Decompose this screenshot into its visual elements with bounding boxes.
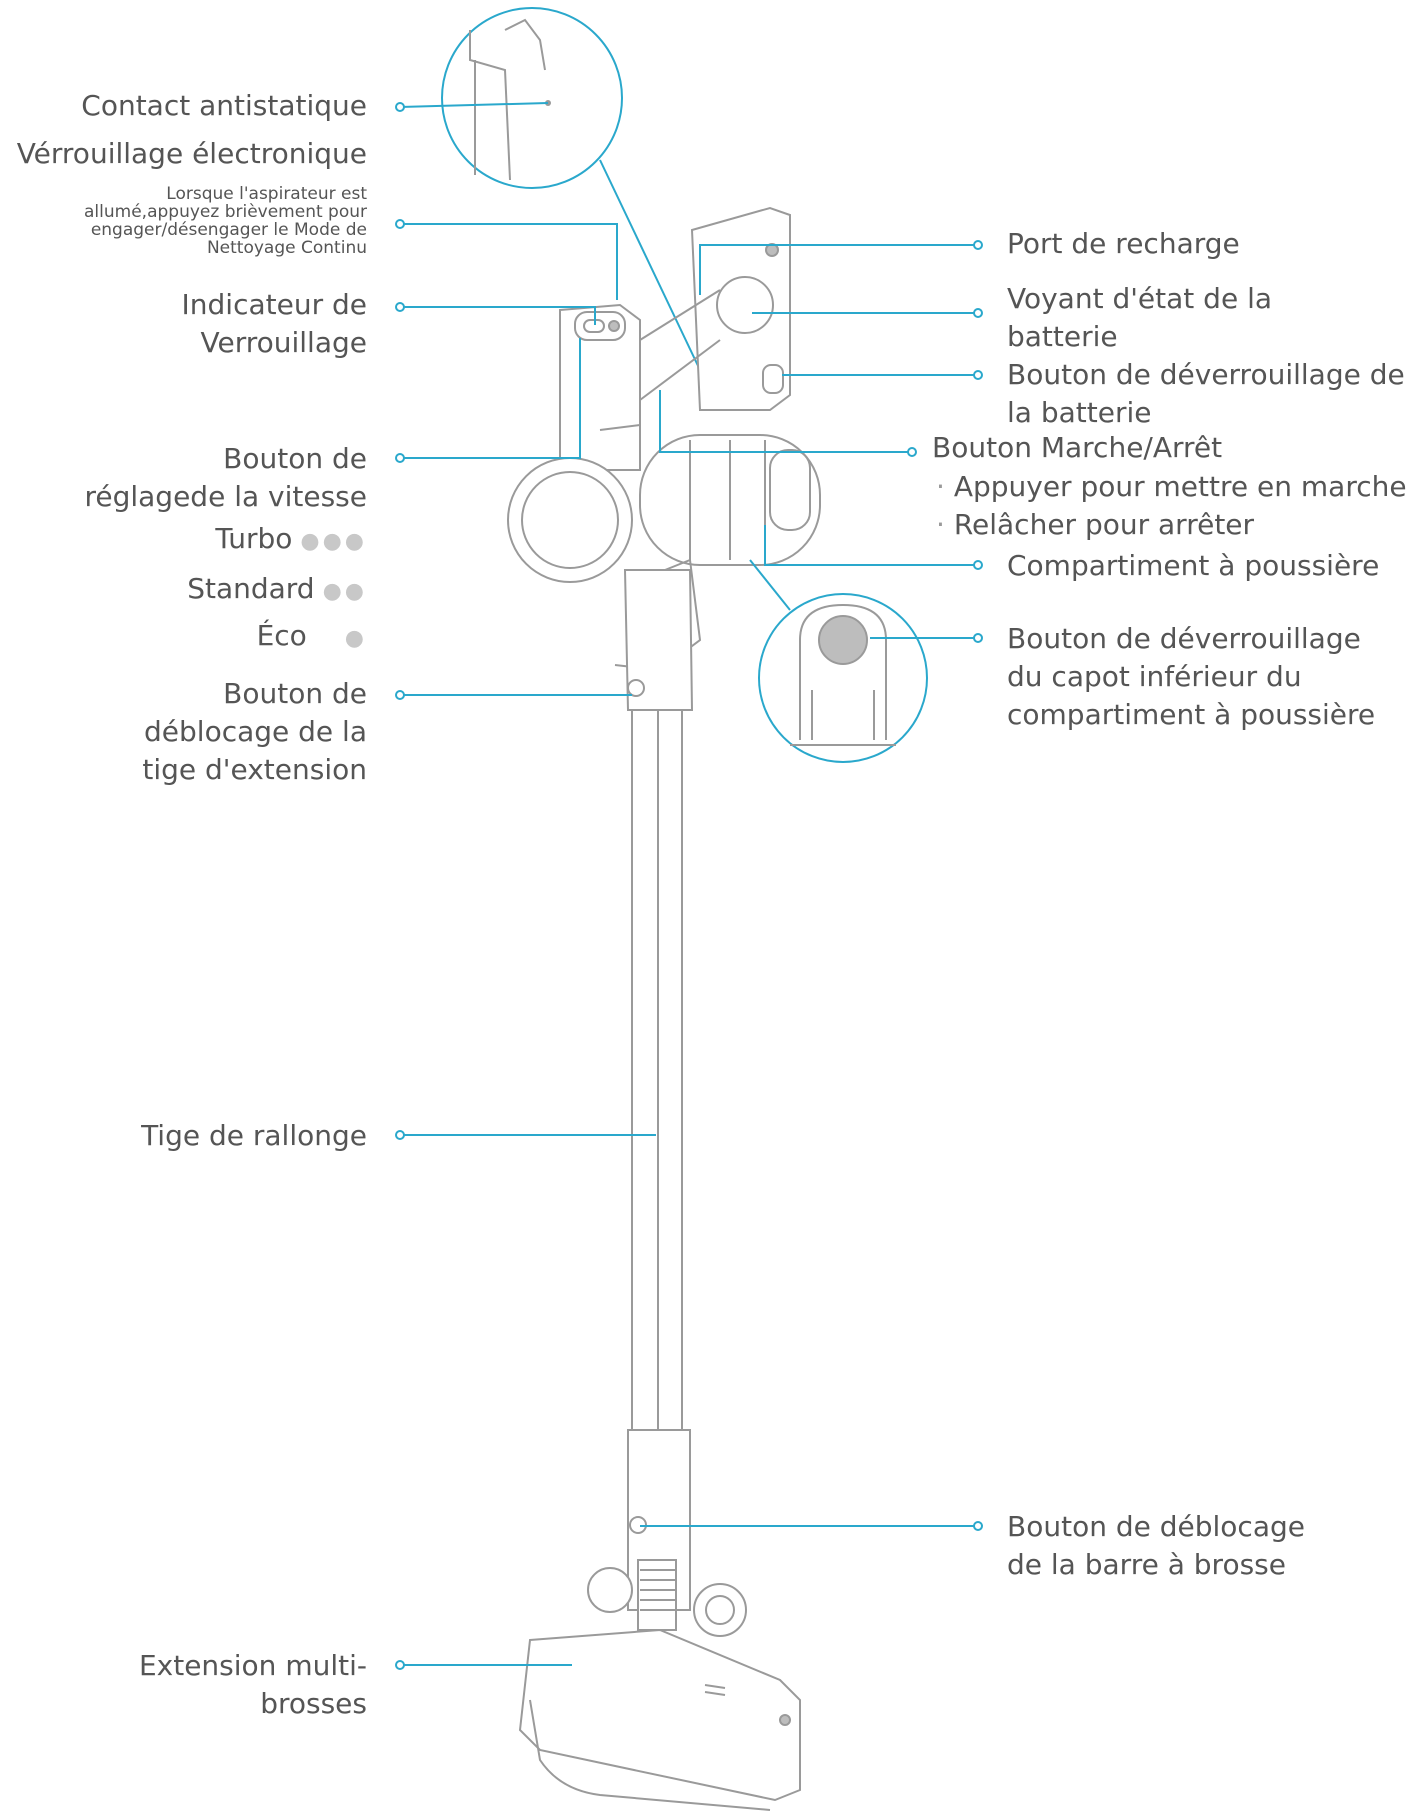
voyant-line-2: batterie	[1007, 319, 1118, 353]
voyant-line-1: Voyant d'état de la	[1007, 282, 1273, 315]
brush-head	[518, 1628, 801, 1811]
relacher-text: Relâcher pour arrêter	[953, 508, 1255, 541]
speed-standard-label: Standard	[187, 572, 315, 605]
label-compartiment-poussiere: Compartiment à poussière	[1007, 549, 1380, 582]
indicateur-line-2: Verrouillage	[200, 325, 368, 359]
verrouillage-note-line-3: engager/désengager le Mode de	[90, 219, 367, 240]
deverrouillage-batterie-line-2: la batterie	[1007, 395, 1152, 429]
label-deverrouillage-batterie: Bouton de déverrouillage de la batterie	[1007, 356, 1405, 432]
barre-line-1: Bouton de déblocage	[1007, 1510, 1305, 1543]
label-relacher: · Relâcher pour arrêter	[936, 508, 1255, 541]
indicateur-line-1: Indicateur de	[181, 288, 367, 321]
deblocage-tige-line-3: tige d'extension	[142, 752, 367, 786]
label-indicateur-verrouillage: Indicateur de Verrouillage	[182, 286, 367, 362]
deblocage-tige-line-2: déblocage de la	[144, 714, 367, 748]
verrouillage-note: Lorsque l'aspirateur est allumé,appuyez …	[84, 184, 367, 258]
label-reglage-vitesse: Bouton de réglagede la vitesse	[84, 440, 367, 516]
verrouillage-note-line-4: Nettoyage Continu	[206, 237, 367, 258]
label-appuyer: · Appuyer pour mettre en marche	[936, 470, 1407, 503]
speed-eco: Éco ●	[256, 619, 367, 652]
label-marche-arret: Bouton Marche/Arrêt	[932, 431, 1223, 464]
vitesse-line-2: réglagede la vitesse	[84, 479, 367, 513]
motor-body	[507, 434, 821, 672]
antistatic-detail-circle	[441, 7, 701, 371]
speed-standard: Standard ●●	[187, 572, 367, 605]
label-capot-inferieur: Bouton de déverrouillage du capot inféri…	[1007, 620, 1375, 733]
speed-turbo-label: Turbo	[215, 522, 293, 555]
tube-connector	[623, 569, 694, 711]
bullet-icon: ·	[936, 508, 954, 541]
label-port-recharge: Port de recharge	[1007, 227, 1240, 260]
label-contact-antistatique: Contact antistatique	[81, 89, 367, 122]
dust-lid-detail-circle	[749, 559, 928, 763]
extension-tube	[631, 709, 683, 1431]
vitesse-line-1: Bouton de	[223, 442, 367, 475]
label-verrouillage-electronique: Vérrouillage électronique	[16, 137, 367, 170]
speed-eco-dots: ●	[344, 626, 367, 651]
verrouillage-note-line-1: Lorsque l'aspirateur est	[166, 184, 367, 204]
extension-line-1: Extension multi-	[138, 1649, 367, 1682]
capot-line-2: du capot inférieur du	[1007, 659, 1302, 693]
verrouillage-note-line-2: allumé,appuyez brièvement pour	[84, 201, 367, 222]
deblocage-tige-line-1: Bouton de	[223, 677, 367, 710]
label-extension-multi-brosses: Extension multi- brosses	[139, 1647, 367, 1723]
speed-turbo: Turbo ●●●	[215, 522, 367, 555]
deverrouillage-batterie-line-1: Bouton de déverrouillage de	[1007, 358, 1405, 391]
label-deblocage-tige: Bouton de déblocage de la tige d'extensi…	[142, 675, 367, 788]
speed-eco-label: Éco	[256, 619, 307, 652]
label-tige-rallonge: Tige de rallonge	[141, 1119, 367, 1152]
speed-turbo-dots: ●●●	[300, 529, 367, 554]
barre-line-2: de la barre à brosse	[1007, 1547, 1286, 1581]
speed-standard-dots: ●●	[322, 579, 367, 604]
leader-lines	[395, 102, 983, 1670]
label-voyant-batterie: Voyant d'état de la batterie	[1007, 280, 1272, 356]
label-deblocage-barre-brosse: Bouton de déblocage de la barre à brosse	[1007, 1508, 1305, 1584]
capot-line-1: Bouton de déverrouillage	[1007, 622, 1361, 655]
lower-tube	[587, 1429, 747, 1637]
extension-line-2: brosses	[260, 1686, 367, 1720]
bullet-icon: ·	[936, 470, 954, 503]
appuyer-text: Appuyer pour mettre en marche	[953, 470, 1407, 503]
capot-line-3: compartiment à poussière	[1007, 697, 1376, 731]
